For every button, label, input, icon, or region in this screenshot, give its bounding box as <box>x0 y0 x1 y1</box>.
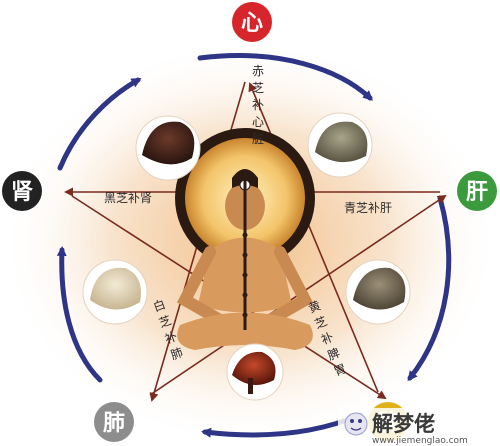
organ-lung-circle <box>94 402 134 442</box>
yellow-lingzhi-label: 黄 芝 补 脾 胃 <box>306 298 348 379</box>
organ-liver-circle <box>457 171 497 211</box>
watermark-logo-icon <box>344 412 368 436</box>
organ-lung: 肺 <box>94 402 134 442</box>
lingzhi-green-image <box>307 112 373 178</box>
organ-kidney: 肾 <box>2 171 42 211</box>
organ-liver: 肝 <box>457 171 497 211</box>
meditating-figure <box>175 128 315 350</box>
red-label-char: 脏 <box>252 131 264 146</box>
organ-kidney-circle <box>2 171 42 211</box>
lingzhi-red-image <box>135 115 201 181</box>
cycle-arrow-heart-to-liver <box>197 53 373 101</box>
watermark-text: 解梦佬 <box>372 412 435 436</box>
yellow-label-char: 补 <box>319 330 335 347</box>
white-label-char: 白 <box>151 296 167 314</box>
organ-heart-label: 心 <box>241 11 263 36</box>
red-label-char: 补 <box>252 98 264 112</box>
cycle-arrow-kidney-to-heart <box>57 77 142 171</box>
cycle-arrow-liver-to-spleen <box>407 195 452 382</box>
figure-left-arm <box>177 246 226 326</box>
yellow-label-char: 脾 <box>325 345 342 363</box>
lingzhi-images <box>82 112 411 401</box>
yellow-label-char: 芝 <box>312 313 329 331</box>
organ-liver-label: 肝 <box>466 180 488 205</box>
white-label-char: 芝 <box>157 312 173 330</box>
red-label-char: 赤 <box>252 64 264 78</box>
lingzhi-white-image <box>82 259 148 325</box>
green-lingzhi-label: 青芝补肝 <box>344 200 392 215</box>
organ-kidney-label: 肾 <box>11 180 33 205</box>
lingzhi-grey-image <box>345 259 411 325</box>
figure-legs <box>177 312 313 350</box>
white-lingzhi-label: 白 芝 补 肺 <box>151 296 185 362</box>
organ-heart: 心 <box>232 2 272 42</box>
generating-cycle <box>56 53 452 438</box>
red-label-char: 芝 <box>252 80 264 95</box>
cycle-arrow-lung-to-kidney <box>56 246 103 383</box>
white-label-char: 肺 <box>169 345 185 362</box>
red-lingzhi-label: 赤 芝 补 心 脏 <box>252 64 264 146</box>
watermark-url: www.jiemenglao.com <box>372 436 468 446</box>
black-lingzhi-label: 黑芝补肾 <box>104 190 152 205</box>
organ-heart-circle <box>232 2 272 42</box>
yellow-label-char: 黄 <box>306 298 322 315</box>
yellow-label-char: 胃 <box>332 361 348 378</box>
figure-chakras <box>242 232 248 318</box>
figure-hair <box>232 169 258 188</box>
watermark: 解梦佬 www.jiemenglao.com <box>338 408 500 446</box>
figure-right-arm <box>264 246 313 326</box>
red-label-char: 心 <box>252 115 264 129</box>
white-label-char: 补 <box>163 329 179 346</box>
lingzhi-dark-red-image <box>226 343 284 401</box>
organ-lung-label: 肺 <box>103 411 125 436</box>
